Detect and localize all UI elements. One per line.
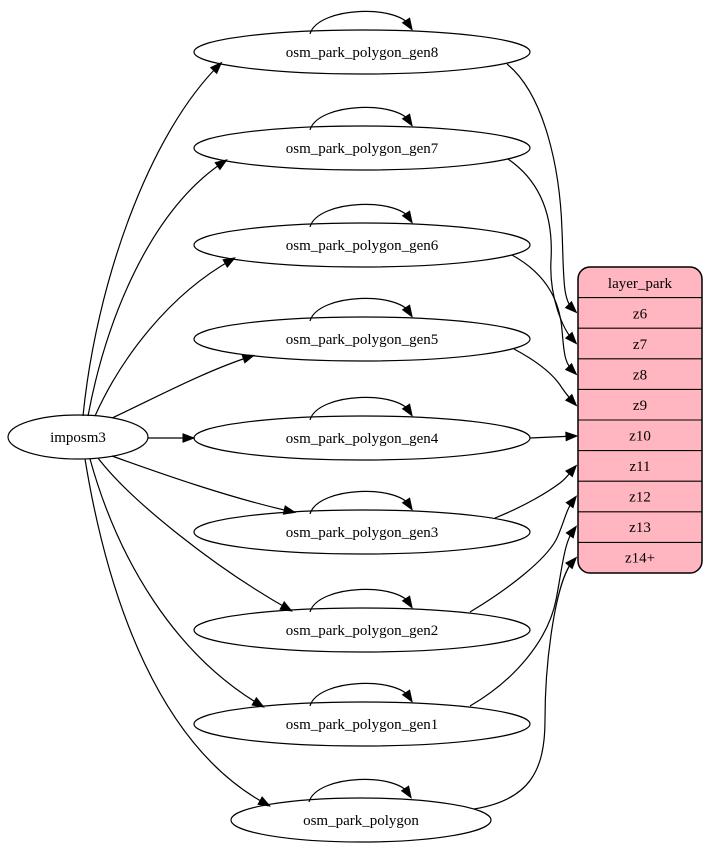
layer-park-row-z13: z13: [629, 520, 651, 536]
arrowhead-osm_park_polygon_gen3-layer_park.z11: [565, 464, 578, 478]
node-imposm3-label: imposm3: [50, 430, 106, 446]
node-gen2-label: osm_park_polygon_gen2: [286, 623, 438, 639]
arrowhead-osm_park_polygon_gen4-layer_park.z10: [565, 431, 579, 442]
edge-imposm3-osm_park_polygon: [84, 458, 269, 806]
edge-imposm3-osm_park_polygon_gen5: [111, 355, 253, 419]
arrowhead-osm_park_polygon_gen7-osm_park_polygon_gen7: [401, 113, 413, 127]
arrowhead-osm_park_polygon_gen7-layer_park.z7: [564, 331, 578, 345]
node-osm-park-polygon-gen7: osm_park_polygon_gen7: [193, 125, 531, 171]
layer-park-row-z11: z11: [629, 459, 650, 475]
node-imposm3-shape: [7, 414, 149, 460]
arrowhead-osm_park_polygon_gen2-layer_park.z12: [565, 495, 578, 509]
arrowhead-osm_park_polygon_gen6-layer_park.z8: [564, 362, 578, 376]
node-polygon-shape: [230, 797, 492, 843]
arrowhead-osm_park_polygon_gen1-layer_park.z13: [565, 525, 578, 539]
arrowhead-osm_park_polygon_gen2-osm_park_polygon_gen2: [401, 595, 413, 609]
node-gen5-label: osm_park_polygon_gen5: [286, 332, 438, 348]
node-gen8-shape: [193, 29, 531, 75]
node-gen1-shape: [193, 701, 531, 747]
arrowhead-imposm3-osm_park_polygon_gen7: [214, 159, 228, 171]
arrowhead-imposm3-osm_park_polygon_gen6: [222, 257, 236, 268]
edge-osm_park_polygon-layer_park.z14+: [473, 558, 576, 810]
edge-osm_park_polygon_gen8-layer_park.z6: [506, 63, 576, 312]
layer-park-row-z12: z12: [629, 490, 651, 506]
node-osm-park-polygon-gen3: osm_park_polygon_gen3: [193, 509, 531, 555]
layer-park-row-z10: z10: [629, 429, 651, 445]
arrowhead-osm_park_polygon_gen8-osm_park_polygon_gen8: [401, 17, 413, 31]
node-gen3-label: osm_park_polygon_gen3: [286, 525, 438, 541]
arrowhead-imposm3-osm_park_polygon_gen4: [182, 433, 196, 443]
edge-imposm3-osm_park_polygon_gen1: [89, 458, 263, 707]
node-gen4-label: osm_park_polygon_gen4: [286, 431, 439, 447]
arrowhead-imposm3-osm_park_polygon_gen5: [241, 354, 256, 364]
node-gen1-label: osm_park_polygon_gen1: [286, 717, 438, 733]
arrowhead-osm_park_polygon_gen3-osm_park_polygon_gen3: [401, 497, 413, 511]
node-osm-park-polygon: osm_park_polygon: [230, 797, 492, 843]
arrowhead-osm_park_polygon_gen1-osm_park_polygon_gen1: [401, 689, 413, 703]
node-osm-park-polygon-gen6: osm_park_polygon_gen6: [193, 222, 531, 268]
node-gen7-shape: [193, 125, 531, 171]
arrowhead-imposm3-osm_park_polygon_gen3: [282, 505, 297, 515]
arrowhead-osm_park_polygon-layer_park.z14+: [565, 556, 578, 570]
node-gen2-shape: [193, 607, 531, 653]
node-osm-park-polygon-gen2: osm_park_polygon_gen2: [193, 607, 531, 653]
edge-osm_park_polygon_gen7-layer_park.z7: [507, 158, 576, 343]
node-gen6-label: osm_park_polygon_gen6: [286, 238, 439, 254]
node-gen3-shape: [193, 509, 531, 555]
node-osm-park-polygon-gen5: osm_park_polygon_gen5: [193, 316, 531, 362]
arrowhead-osm_park_polygon-osm_park_polygon: [400, 785, 412, 799]
arrowhead-osm_park_polygon_gen8-layer_park.z6: [564, 300, 578, 314]
node-gen7-label: osm_park_polygon_gen7: [286, 141, 439, 157]
layer-park-row-z8: z8: [633, 368, 647, 384]
arrowhead-osm_park_polygon_gen4-osm_park_polygon_gen4: [401, 403, 413, 417]
arrowhead-imposm3-osm_park_polygon: [257, 796, 272, 807]
node-osm-park-polygon-gen8: osm_park_polygon_gen8: [193, 29, 531, 75]
arrowhead-imposm3-osm_park_polygon_gen2: [279, 601, 293, 612]
arrowhead-osm_park_polygon_gen6-osm_park_polygon_gen6: [401, 210, 413, 224]
edge-osm_park_polygon_gen3-layer_park.z11: [494, 466, 576, 519]
node-osm-park-polygon-gen1: osm_park_polygon_gen1: [193, 701, 531, 747]
edge-imposm3-osm_park_polygon_gen2: [97, 457, 291, 611]
edge-osm_park_polygon_gen6-layer_park.z8: [511, 254, 576, 374]
node-polygon-label: osm_park_polygon: [303, 813, 419, 829]
layer-park-row-z14: z14+: [625, 551, 655, 567]
node-gen5-shape: [193, 316, 531, 362]
node-gen6-shape: [193, 222, 531, 268]
layer-park-header: layer_park: [608, 276, 673, 292]
layer-park-row-z9: z9: [633, 398, 647, 414]
layer-park-row-z6: z6: [633, 307, 648, 323]
edge-imposm3-osm_park_polygon_gen6: [94, 258, 234, 417]
edge-osm_park_polygon_gen1-layer_park.z13: [469, 527, 576, 707]
arrowhead-osm_park_polygon_gen5-osm_park_polygon_gen5: [401, 304, 413, 318]
edge-imposm3-osm_park_polygon_gen8: [82, 63, 221, 417]
node-gen8-label: osm_park_polygon_gen8: [286, 45, 438, 61]
layer-park-row-z7: z7: [633, 337, 648, 353]
edge-osm_park_polygon_gen2-layer_park.z12: [469, 497, 576, 613]
node-osm-park-polygon-gen4: osm_park_polygon_gen4: [193, 415, 531, 461]
edge-layer: [82, 10, 579, 810]
node-imposm3: imposm3: [7, 414, 149, 460]
arrowhead-imposm3-osm_park_polygon_gen1: [251, 696, 265, 708]
arrowhead-imposm3-osm_park_polygon_gen8: [209, 61, 223, 75]
edge-imposm3-osm_park_polygon_gen3: [111, 455, 294, 513]
node-layer-park-table: layer_park z6 z7 z8 z9 z10 z11 z12 z13 z…: [577, 266, 703, 574]
edge-imposm3-osm_park_polygon_gen7: [87, 160, 226, 417]
arrowhead-osm_park_polygon_gen5-layer_park.z9: [564, 393, 578, 407]
